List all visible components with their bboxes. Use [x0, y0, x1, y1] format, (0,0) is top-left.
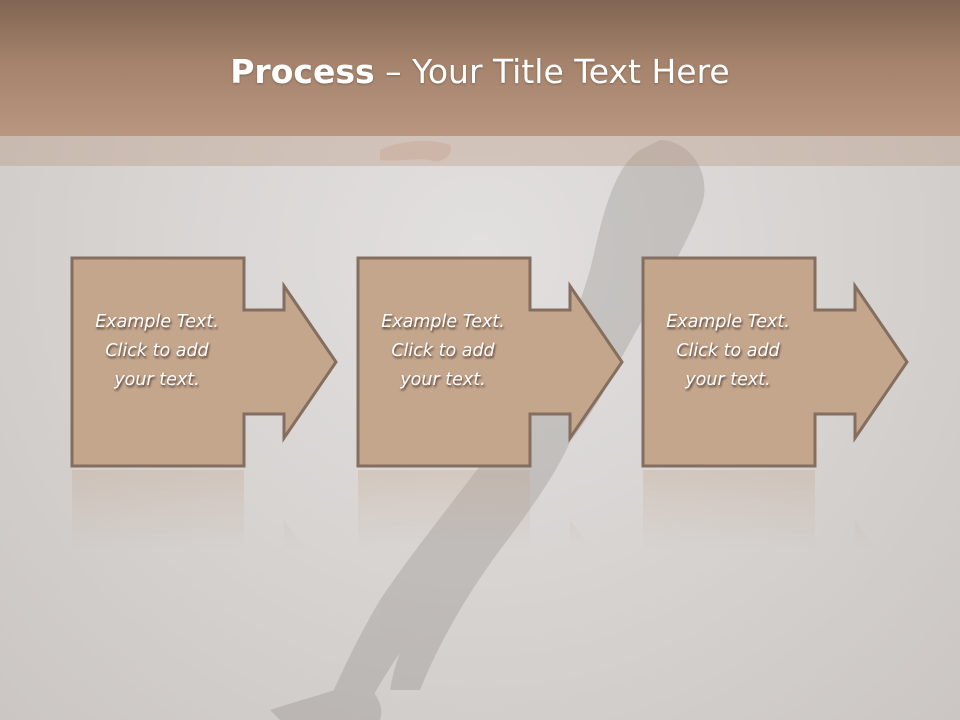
slide-title-bold: Process: [230, 52, 375, 91]
arrow-box-shape: [70, 256, 338, 468]
slide-title[interactable]: Process – Your Title Text Here: [0, 52, 960, 91]
process-step-3-reflection: [641, 470, 911, 550]
slide-title-rest: – Your Title Text Here: [374, 52, 730, 91]
process-step-1-reflection: [70, 470, 340, 550]
process-step-text[interactable]: Example Text. Click to add your text.: [381, 312, 505, 390]
process-step-2[interactable]: Example Text. Click to add your text.: [356, 256, 626, 468]
arrow-box-shape: [356, 256, 624, 468]
process-step-text[interactable]: Example Text. Click to add your text.: [666, 312, 790, 390]
arrow-box-shape: [641, 256, 909, 468]
title-bar-shadow-band: [0, 136, 960, 166]
title-bar: [0, 0, 960, 136]
process-step-text[interactable]: Example Text. Click to add your text.: [95, 312, 219, 390]
process-step-2-reflection: [356, 470, 626, 550]
process-step-1[interactable]: Example Text. Click to add your text.: [70, 256, 340, 468]
process-step-3[interactable]: Example Text. Click to add your text.: [641, 256, 911, 468]
